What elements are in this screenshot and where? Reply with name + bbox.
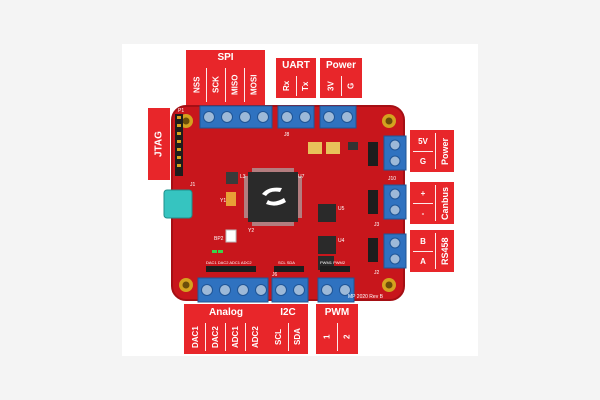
silk-bp2: BP2 (214, 236, 224, 242)
silk-u7: U7 (298, 174, 305, 180)
mcu-chip (244, 168, 302, 226)
uart-label: UART Rx Tx (276, 58, 316, 98)
header-right-3 (368, 238, 378, 262)
rs458-terminal-block (383, 233, 407, 269)
silk-j10: J10 (388, 176, 396, 182)
rs458-pin-b: B (420, 236, 426, 246)
silk-j6: J6 (272, 272, 278, 278)
power-right-pin-g: G (419, 156, 427, 166)
silk-j2: J2 (374, 270, 380, 276)
component-l3 (226, 172, 238, 184)
silk-l3: L3 (240, 174, 246, 180)
silk-i2c-hdr: SCL SDA (278, 260, 295, 265)
component-bp2 (225, 229, 237, 243)
silk-j1: J1 (190, 182, 196, 188)
power-top-title: Power (325, 60, 356, 71)
rs458-pin-a: A (420, 256, 426, 266)
usb-connector (163, 189, 193, 219)
mounting-holes (179, 114, 396, 292)
jtag-label: JTAG (148, 108, 170, 180)
analog-terminal-block (197, 277, 269, 303)
uart-terminal-block (277, 105, 315, 129)
i2c-label: I2C SCL SDA (268, 304, 308, 354)
power-right-pin-5v: 5V (418, 136, 428, 146)
led-green-1 (212, 250, 217, 253)
silk-y2: Y2 (248, 228, 254, 234)
silk-adc-hdr: DAC1 DAC2 ADC1 ADC2 (206, 260, 252, 265)
power-top-terminal-block (319, 105, 357, 129)
power-top-label: Power 3V G (320, 58, 362, 98)
canbus-terminal-block (383, 184, 407, 220)
spi-title: SPI (217, 52, 234, 63)
rs458-label: RS458 B A (410, 230, 454, 272)
silk-y1: Y1 (220, 198, 226, 204)
pwm-label: PWM 1 2 (316, 304, 358, 354)
analog-label: Analog DAC1 DAC2 ADC1 ADC2 (184, 304, 268, 354)
uart-title: UART (282, 60, 310, 71)
pwm-header (320, 266, 350, 272)
led-green-2 (218, 250, 223, 253)
silk-p1: P1 (178, 108, 184, 114)
photo-background: SPI NSS SCK MISO MOSI UART Rx Tx Power 3… (122, 44, 478, 356)
silk-j3: J3 (374, 222, 380, 228)
power-right-terminal-block (383, 135, 407, 171)
adc-header (206, 266, 256, 272)
silk-u5: U5 (338, 206, 345, 212)
jtag-header (175, 114, 183, 176)
header-right-1 (368, 142, 378, 166)
ic-u4 (318, 236, 336, 254)
i2c-title: I2C (280, 307, 296, 318)
pcb-board: P1 J8 J10 J6 J3 J2 J1 U7 U5 U4 Y1 Y2 L3 … (163, 105, 407, 303)
spi-terminal-block (199, 105, 273, 129)
canbus-pin-plus: + (420, 188, 426, 198)
diode-1 (348, 142, 358, 150)
cap-2 (326, 142, 340, 154)
cap-1 (308, 142, 322, 154)
power-right-label: Power 5V G (410, 130, 454, 172)
silk-rev: MP 2020 Rev B (348, 294, 384, 300)
silk-u4: U4 (338, 238, 345, 244)
silk-j8: J8 (284, 132, 290, 138)
ic-u5 (318, 204, 336, 222)
canbus-label: Canbus + - (410, 182, 454, 224)
i2c-header (274, 266, 304, 272)
i2c-terminal-block (271, 277, 309, 303)
crystal-y1 (226, 192, 236, 206)
canbus-pin-minus: - (421, 208, 425, 218)
pwm-terminal-block (317, 277, 355, 303)
spi-label: SPI NSS SCK MISO MOSI (186, 50, 265, 105)
silk-pwm-hdr: PWM1 PWM2 (320, 260, 346, 265)
header-right-2 (368, 190, 378, 214)
pwm-title: PWM (324, 307, 350, 318)
analog-title: Analog (209, 307, 243, 318)
